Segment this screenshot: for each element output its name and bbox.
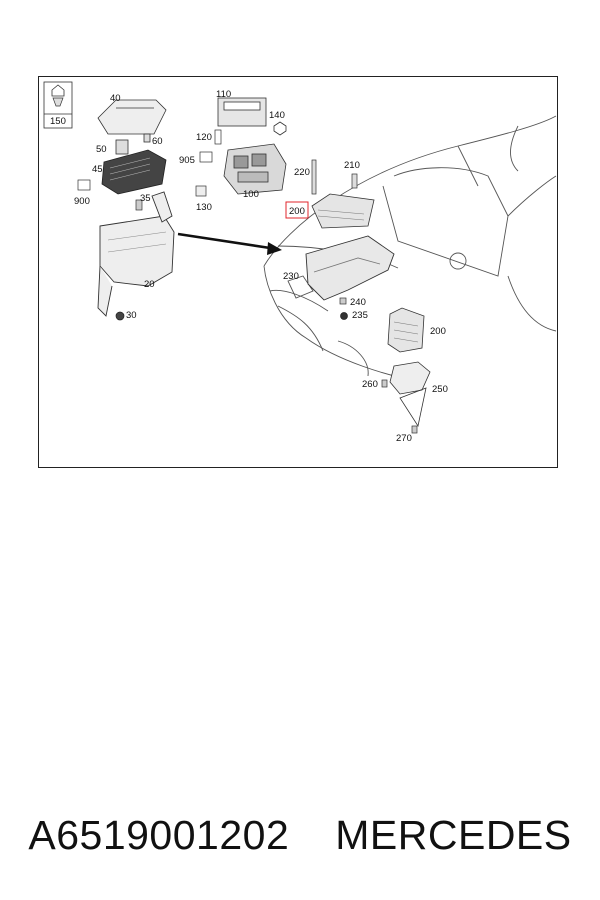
parts-diagram: 150 — [38, 76, 558, 468]
part-905-plug — [199, 151, 213, 163]
label-250: 250 — [432, 384, 448, 395]
label-110: 110 — [216, 89, 231, 100]
label-120: 120 — [196, 132, 212, 143]
part-120-clip — [214, 129, 222, 145]
highlight-box-200: 200 — [285, 201, 309, 219]
label-240: 240 — [350, 297, 366, 308]
brand-name: MERCEDES — [335, 811, 572, 858]
part-35-screw — [135, 199, 143, 211]
pointer-arrow — [177, 232, 282, 255]
part-240-clip — [339, 297, 347, 305]
inset-label: 150 — [50, 116, 66, 127]
part-45-fusebox — [101, 149, 167, 195]
part-labels: 40 110 140 120 60 50 905 45 220 210 900 … — [74, 89, 448, 444]
part-210-stud — [351, 173, 358, 189]
inset-box-150: 150 — [43, 81, 73, 129]
part-100-block — [223, 143, 287, 195]
label-200-lower: 200 — [430, 326, 446, 337]
part-50-connector — [115, 139, 129, 155]
label-50: 50 — [96, 144, 107, 155]
label-235: 235 — [352, 310, 368, 321]
label-100: 100 — [243, 189, 259, 200]
label-30: 30 — [126, 310, 137, 321]
part-270-screw — [411, 425, 418, 434]
part-40-cover — [97, 99, 167, 135]
label-220: 220 — [294, 167, 310, 178]
label-270: 270 — [396, 433, 412, 444]
label-35: 35 — [140, 193, 151, 204]
label-20: 20 — [144, 279, 155, 290]
label-40: 40 — [110, 93, 121, 104]
label-905: 905 — [179, 155, 195, 166]
label-60: 60 — [152, 136, 163, 147]
part-60-bolt — [143, 133, 151, 143]
part-220-bolt — [311, 159, 317, 195]
part-260-screw — [381, 379, 388, 388]
part-230-tray — [305, 235, 395, 301]
part-200-ecu-lower — [387, 307, 425, 353]
part-30-nut — [115, 311, 125, 321]
label-45: 45 — [92, 164, 103, 175]
product-caption: A6519001202 MERCEDES — [0, 800, 600, 870]
part-140-nut — [273, 121, 287, 136]
highlight-label: 200 — [289, 206, 305, 217]
part-110-module — [217, 97, 267, 127]
part-200-ecu-top — [311, 193, 375, 229]
part-900-plug — [77, 179, 91, 191]
part-130-plug — [195, 185, 207, 197]
part-235-nut — [340, 312, 348, 320]
label-260: 260 — [362, 379, 378, 390]
part-20-bracket — [97, 191, 175, 317]
part-number: A6519001202 — [28, 811, 290, 858]
part-250-bracket — [389, 361, 431, 428]
label-230: 230 — [283, 271, 299, 282]
label-900: 900 — [74, 196, 90, 207]
label-140: 140 — [269, 110, 285, 121]
label-130: 130 — [196, 202, 212, 213]
label-210: 210 — [344, 160, 360, 171]
